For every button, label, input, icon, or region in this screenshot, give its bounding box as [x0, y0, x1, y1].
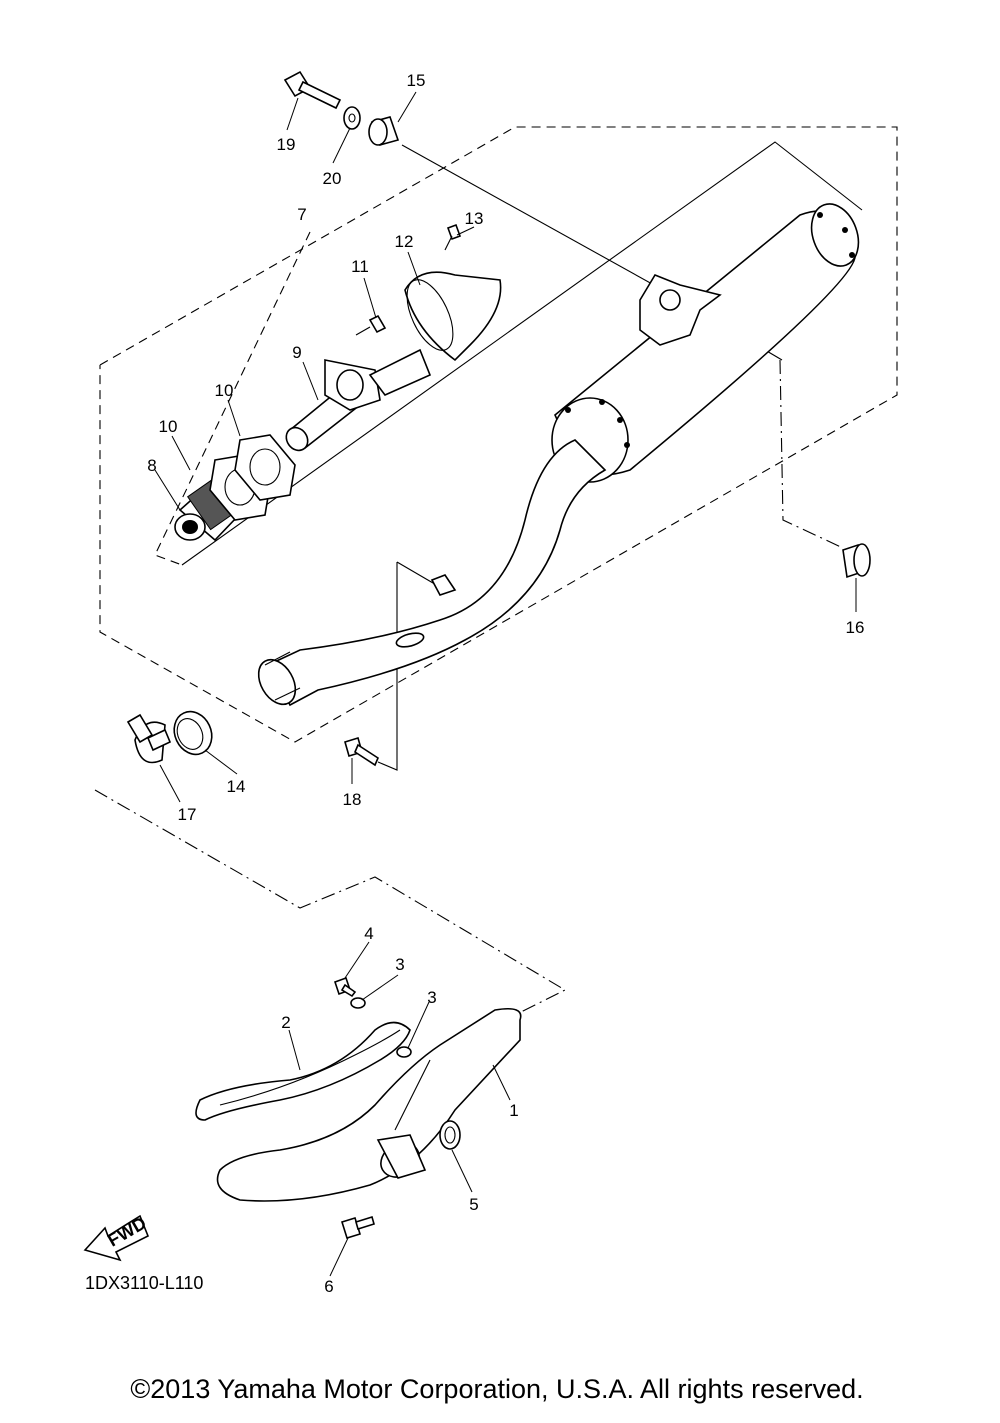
callout-13: 13	[465, 209, 484, 228]
callout-10a: 10	[159, 417, 178, 436]
callout-19: 19	[277, 135, 296, 154]
callout-10b: 10	[215, 381, 234, 400]
diagram-code: 1DX3110-L110	[85, 1273, 203, 1293]
callout-labels: 1 2 3 3 4 5 6 7 8 9 10 10 11 12 13 14 15…	[147, 71, 864, 1296]
protector-2	[195, 1021, 411, 1121]
leader-lines	[154, 91, 857, 1277]
gasket-5	[439, 1120, 461, 1150]
end-cap-12	[404, 271, 502, 362]
callout-16: 16	[846, 618, 865, 637]
callout-4: 4	[364, 924, 373, 943]
callout-2: 2	[281, 1013, 290, 1032]
callout-6: 6	[324, 1277, 333, 1296]
grommet-16	[842, 543, 871, 579]
connecting-pipe	[257, 439, 607, 707]
copyright-notice: ©2013 Yamaha Motor Corporation, U.S.A. A…	[130, 1374, 863, 1404]
washer-3b	[396, 1046, 412, 1058]
bolt-18	[344, 736, 380, 767]
callout-11: 11	[351, 257, 369, 276]
callout-7: 7	[297, 205, 306, 224]
grommet-16-boundary	[779, 359, 844, 549]
silencer-outline-boundary	[181, 141, 863, 566]
header-pipe-1	[216, 1007, 522, 1202]
callout-8: 8	[147, 456, 156, 475]
callout-17: 17	[178, 805, 197, 824]
muffler-assembly-boundary	[99, 126, 898, 743]
header-pipe-boundary	[94, 789, 567, 1016]
inner-pipe-9	[285, 348, 432, 452]
callout-14: 14	[227, 777, 246, 796]
callout-3b: 3	[427, 988, 436, 1007]
gasket-14	[173, 710, 213, 756]
screw-11	[355, 314, 387, 336]
gasket-10-rear	[234, 434, 296, 501]
bolt-4	[333, 976, 357, 998]
subassembly-7-boundary	[154, 231, 311, 566]
callout-5: 5	[469, 1195, 478, 1214]
callout-18: 18	[343, 790, 362, 809]
callout-20: 20	[323, 169, 342, 188]
collar-15	[368, 116, 400, 146]
bolt-6	[340, 1215, 375, 1239]
forward-direction-arrow: FWD	[83, 1213, 150, 1262]
bolt-19	[283, 70, 342, 110]
callout-15: 15	[407, 71, 426, 90]
washer-3a	[350, 997, 366, 1009]
callout-12: 12	[395, 232, 414, 251]
washer-20	[343, 106, 361, 130]
callout-1: 1	[509, 1101, 518, 1120]
clamp-17	[126, 713, 172, 764]
callout-9: 9	[292, 343, 301, 362]
screw-13	[444, 223, 462, 251]
callout-3a: 3	[395, 955, 404, 974]
